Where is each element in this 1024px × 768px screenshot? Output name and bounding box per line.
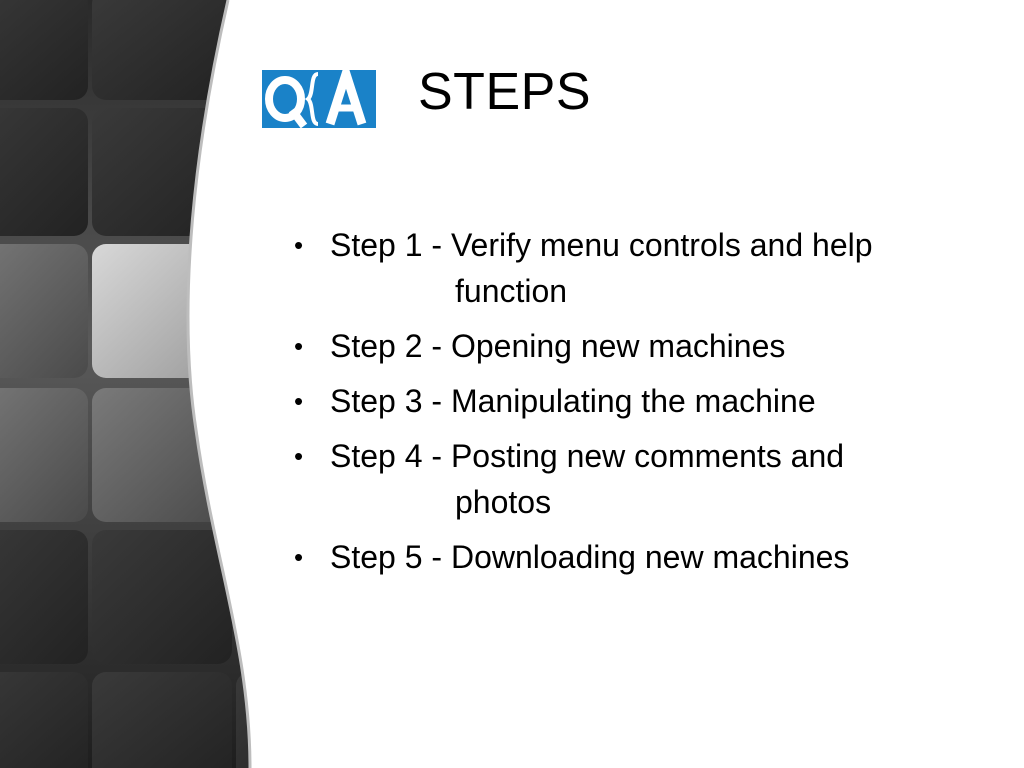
list-item: • Step 3 - Manipulating the machine xyxy=(292,378,972,424)
list-item: • Step 4 - Posting new comments and phot… xyxy=(292,433,972,525)
bullet-icon: • xyxy=(294,230,304,260)
step-text-continuation: photos xyxy=(455,484,552,520)
bullet-icon: • xyxy=(294,386,304,416)
step-text: Step 5 - Downloading new machines xyxy=(330,539,850,575)
bullet-icon: • xyxy=(294,542,304,572)
step-text: Step 2 - Opening new machines xyxy=(330,328,786,364)
step-text: Step 1 - Verify menu controls and help xyxy=(330,227,873,263)
slide-title: STEPS xyxy=(418,63,591,121)
qa-logo-icon xyxy=(258,62,376,136)
bullet-icon: • xyxy=(294,331,304,361)
steps-list: • Step 1 - Verify menu controls and help… xyxy=(292,222,972,589)
list-item: • Step 2 - Opening new machines xyxy=(292,323,972,369)
decorative-tile-sidebar xyxy=(0,0,252,768)
bullet-icon: • xyxy=(294,441,304,471)
step-text-continuation: function xyxy=(455,273,568,309)
step-text: Step 4 - Posting new comments and xyxy=(330,438,845,474)
step-text: Step 3 - Manipulating the machine xyxy=(330,383,816,419)
list-item: • Step 5 - Downloading new machines xyxy=(292,534,972,580)
list-item: • Step 1 - Verify menu controls and help… xyxy=(292,222,972,314)
